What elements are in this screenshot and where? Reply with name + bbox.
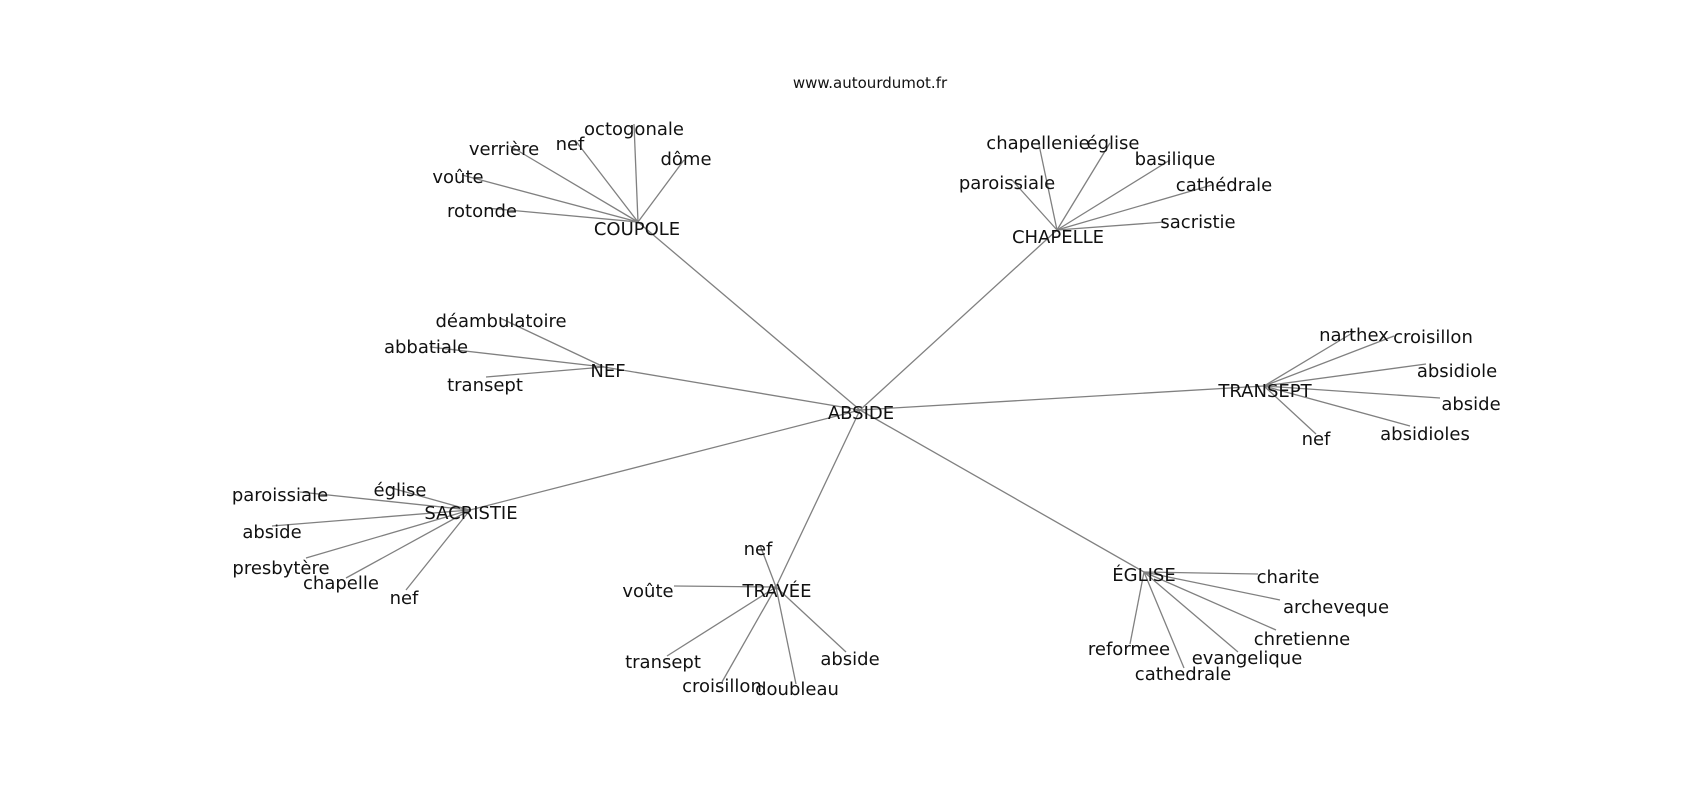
node-leaf-nef-0[interactable]: déambulatoire <box>435 311 566 332</box>
edge-center-coupole <box>637 221 861 411</box>
node-leaf-coupole-0[interactable]: octogonale <box>584 119 684 140</box>
edge-travee-5 <box>775 586 847 653</box>
node-leaf-travee-0[interactable]: nef <box>744 539 773 560</box>
node-leaf-transept-0[interactable]: narthex <box>1319 325 1389 346</box>
node-leaf-chapelle-2[interactable]: basilique <box>1135 149 1216 170</box>
node-leaf-travee-5[interactable]: abside <box>820 649 879 670</box>
node-hub-transept[interactable]: TRANSEPT <box>1217 381 1312 402</box>
node-leaf-eglise-2[interactable]: chretienne <box>1254 629 1350 650</box>
edge-travee-2 <box>666 586 777 657</box>
edge-sacristie-0 <box>299 491 471 511</box>
edge-center-eglise <box>859 409 1145 573</box>
edge-coupole-4 <box>461 174 639 223</box>
edge-sacristie-5 <box>405 509 471 591</box>
site-url[interactable]: www.autourdumot.fr <box>793 74 948 92</box>
node-leaf-coupole-4[interactable]: voûte <box>432 167 483 188</box>
node-leaf-sacristie-4[interactable]: chapelle <box>303 573 379 594</box>
node-leaf-eglise-4[interactable]: reformee <box>1088 639 1170 660</box>
edge-chapelle-2 <box>1056 159 1171 231</box>
node-leaf-travee-4[interactable]: doubleau <box>755 679 839 700</box>
edge-eglise-2 <box>1143 571 1277 631</box>
node-leaf-sacristie-1[interactable]: église <box>374 480 427 501</box>
node-leaf-transept-2[interactable]: absidiole <box>1417 361 1497 382</box>
edge-coupole-0 <box>633 123 639 223</box>
edge-sacristie-4 <box>345 509 471 579</box>
edge-nef-2 <box>485 366 605 378</box>
edge-center-sacristie <box>469 409 861 511</box>
node-leaf-chapelle-0[interactable]: chapellenie <box>986 133 1089 154</box>
node-leaf-transept-5[interactable]: nef <box>1302 429 1331 450</box>
node-leaf-eglise-1[interactable]: archeveque <box>1283 597 1389 618</box>
edge-chapelle-4 <box>1056 184 1213 231</box>
node-leaf-sacristie-5[interactable]: nef <box>390 588 419 609</box>
node-leaf-coupole-1[interactable]: nef <box>556 134 585 155</box>
node-leaf-eglise-0[interactable]: charite <box>1257 567 1320 588</box>
edge-sacristie-3 <box>305 509 471 559</box>
edge-travee-1 <box>673 585 777 588</box>
edge-chapelle-5 <box>1056 221 1166 231</box>
edge-transept-3 <box>1263 385 1441 399</box>
node-leaf-travee-1[interactable]: voûte <box>622 581 673 602</box>
edge-chapelle-3 <box>1011 179 1058 231</box>
edge-eglise-5 <box>1143 571 1185 669</box>
node-leaf-nef-2[interactable]: transept <box>447 375 523 396</box>
edge-travee-4 <box>775 586 797 685</box>
edge-coupole-1 <box>574 139 639 223</box>
edge-center-transept <box>859 385 1265 411</box>
edge-chapelle-0 <box>1037 139 1058 231</box>
edge-center-nef <box>603 366 861 411</box>
node-leaf-travee-3[interactable]: croisillon <box>682 676 762 697</box>
node-leaf-sacristie-3[interactable]: presbytère <box>232 558 329 579</box>
node-hub-eglise[interactable]: ÉGLISE <box>1112 564 1175 586</box>
edge-center-travee <box>775 409 861 588</box>
edge-coupole-2 <box>509 145 639 223</box>
node-leaf-nef-1[interactable]: abbatiale <box>384 337 468 358</box>
edge-nef-0 <box>499 317 605 368</box>
node-leaf-transept-4[interactable]: absidioles <box>1380 424 1470 445</box>
edge-sacristie-2 <box>271 509 471 527</box>
edge-eglise-4 <box>1129 571 1145 645</box>
node-leaf-transept-3[interactable]: abside <box>1441 394 1500 415</box>
edge-coupole-5 <box>485 207 639 223</box>
edge-travee-3 <box>721 586 777 683</box>
node-leaf-chapelle-5[interactable]: sacristie <box>1160 212 1235 233</box>
node-leaf-coupole-2[interactable]: verrière <box>469 139 539 160</box>
node-hub-chapelle[interactable]: CHAPELLE <box>1012 227 1104 248</box>
edge-transept-4 <box>1263 385 1411 427</box>
node-leaf-chapelle-3[interactable]: paroissiale <box>959 173 1055 194</box>
edge-transept-1 <box>1263 335 1395 387</box>
edge-nef-1 <box>429 346 605 368</box>
edge-travee-0 <box>759 544 777 588</box>
edge-transept-2 <box>1263 363 1427 387</box>
edge-transept-5 <box>1263 385 1317 435</box>
node-leaf-sacristie-2[interactable]: abside <box>242 522 301 543</box>
node-leaf-transept-1[interactable]: croisillon <box>1393 327 1473 348</box>
node-leaf-chapelle-1[interactable]: église <box>1087 133 1140 154</box>
edge-eglise-1 <box>1143 571 1281 601</box>
node-leaf-eglise-3[interactable]: evangelique <box>1192 648 1303 669</box>
edge-eglise-3 <box>1143 571 1239 653</box>
edge-chapelle-1 <box>1056 142 1111 231</box>
node-leaf-coupole-5[interactable]: rotonde <box>447 201 517 222</box>
node-leaf-travee-2[interactable]: transept <box>625 652 701 673</box>
node-leaf-sacristie-0[interactable]: paroissiale <box>232 485 328 506</box>
graph-edges <box>271 123 1441 685</box>
node-hub-sacristie[interactable]: SACRISTIE <box>424 503 517 524</box>
node-leaf-chapelle-4[interactable]: cathédrale <box>1176 175 1272 196</box>
node-hub-nef[interactable]: NEF <box>590 361 625 382</box>
node-hub-travee[interactable]: TRAVÉE <box>742 580 812 602</box>
node-leaf-eglise-5[interactable]: cathedrale <box>1135 664 1231 685</box>
node-hub-coupole[interactable]: COUPOLE <box>594 219 680 240</box>
edge-sacristie-1 <box>387 486 471 511</box>
edge-transept-0 <box>1263 331 1355 387</box>
node-center[interactable]: ABSIDE <box>828 403 894 424</box>
edge-eglise-0 <box>1143 571 1259 575</box>
edge-center-chapelle <box>859 229 1058 411</box>
edge-coupole-3 <box>637 159 685 223</box>
node-leaf-coupole-3[interactable]: dôme <box>660 149 711 170</box>
